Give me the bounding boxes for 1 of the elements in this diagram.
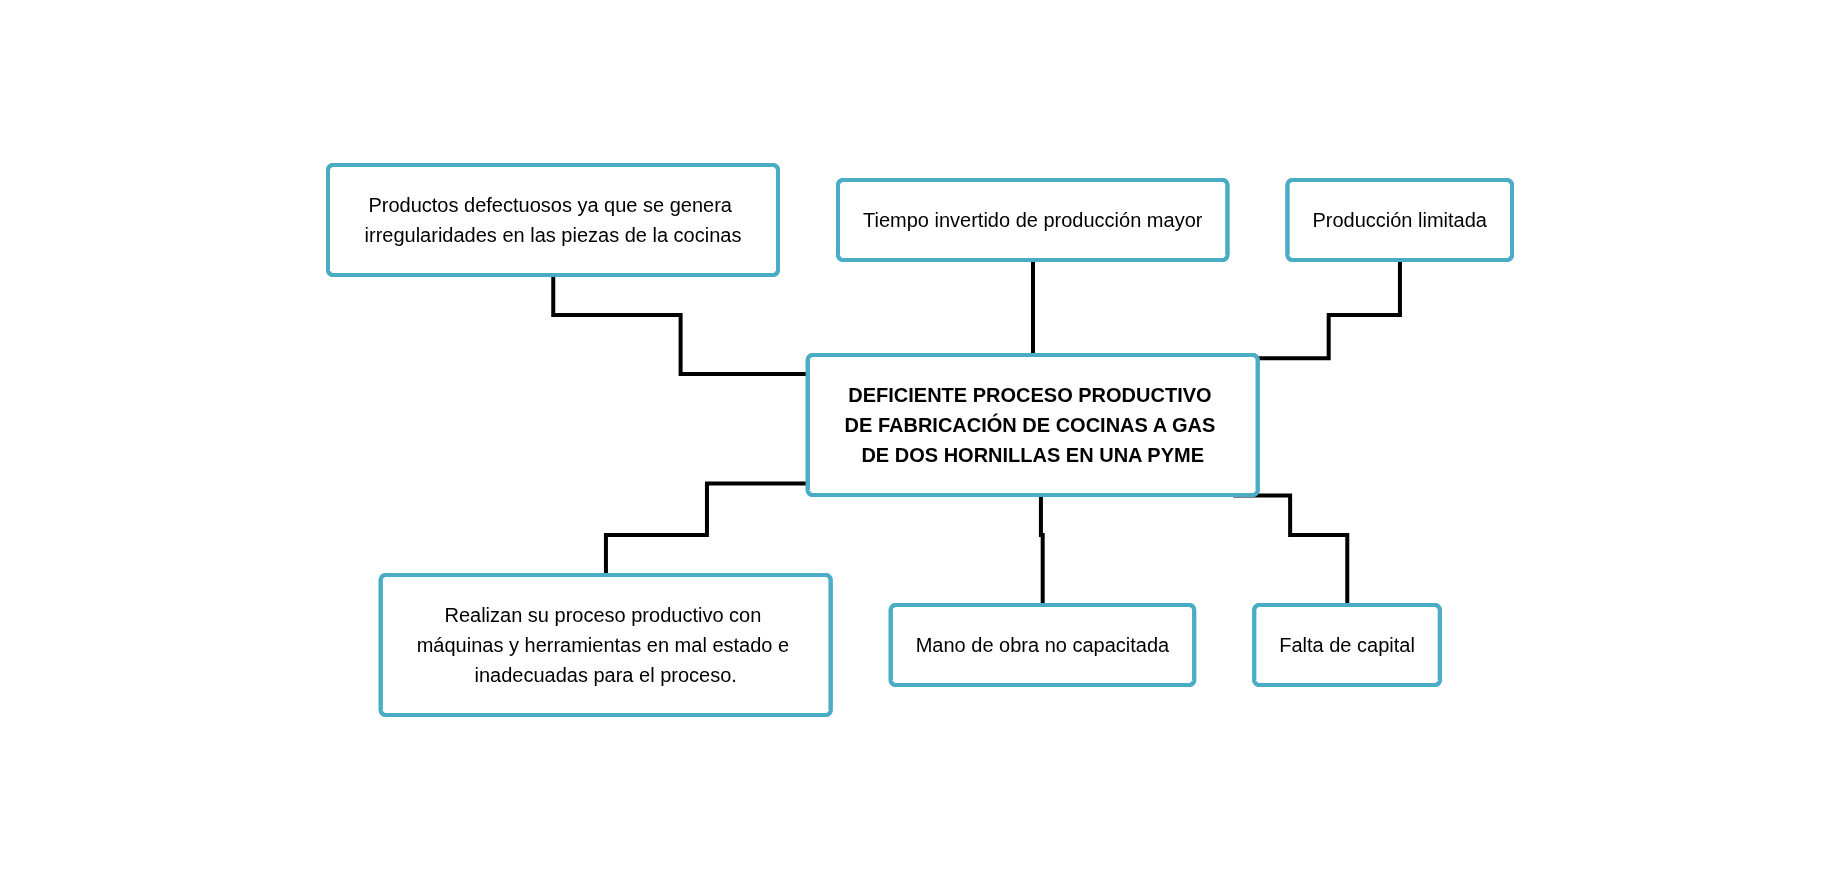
node-text: Productos defectuosos ya que se genera irregularidades en las piezas de la cocinas: [364, 193, 742, 246]
